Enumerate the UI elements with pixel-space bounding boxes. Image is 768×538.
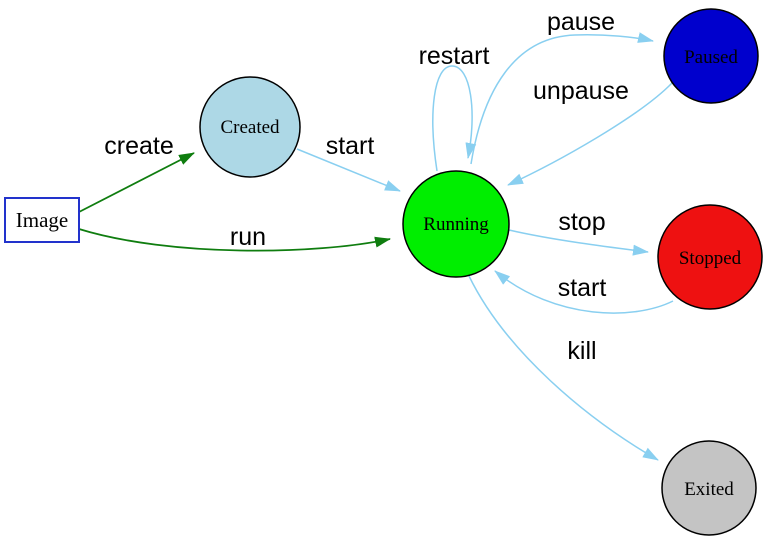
edge-label-start-from-stopped: start <box>558 274 607 302</box>
node-created-shape <box>199 76 301 178</box>
node-stopped: Stopped <box>657 204 763 310</box>
node-image-shape <box>4 197 80 243</box>
edge-unpause <box>507 82 673 186</box>
node-created: Created <box>199 76 301 178</box>
node-created-label: Created <box>220 117 280 138</box>
edge-restart-self-loop <box>432 65 477 172</box>
edge-label-create: create <box>104 132 173 160</box>
node-exited-label: Exited <box>684 479 734 500</box>
edge-kill <box>468 275 659 461</box>
node-running-shape <box>402 170 510 278</box>
edge-pause <box>470 32 654 165</box>
edge-start-from-created <box>296 148 401 192</box>
node-stopped-shape <box>657 204 763 310</box>
edge-label-start-from-created: start <box>326 132 375 160</box>
edge-label-pause: pause <box>547 8 615 36</box>
node-paused-label: Paused <box>684 47 738 68</box>
edge-label-run: run <box>230 223 266 251</box>
node-stopped-label: Stopped <box>679 248 742 269</box>
nodes-layer: Image Created Running Paused Stopped Exi <box>4 8 763 536</box>
edge-labels-layer: create run start restart pause unpause s… <box>104 8 629 365</box>
node-running-label: Running <box>423 214 489 235</box>
node-running: Running <box>402 170 510 278</box>
edge-label-restart: restart <box>419 42 490 70</box>
edge-start-from-stopped <box>494 270 674 314</box>
edge-label-stop: stop <box>558 208 605 236</box>
edge-run <box>78 228 391 252</box>
node-exited: Exited <box>661 440 757 536</box>
node-image-label: Image <box>16 208 68 232</box>
node-paused-shape <box>663 8 759 104</box>
edges-layer <box>78 32 674 461</box>
edge-stop <box>508 229 649 256</box>
node-exited-shape <box>661 440 757 536</box>
node-paused: Paused <box>663 8 759 104</box>
edge-label-unpause: unpause <box>533 77 629 105</box>
edge-label-kill: kill <box>567 337 596 365</box>
node-image: Image <box>4 197 80 243</box>
edge-create <box>78 152 195 213</box>
